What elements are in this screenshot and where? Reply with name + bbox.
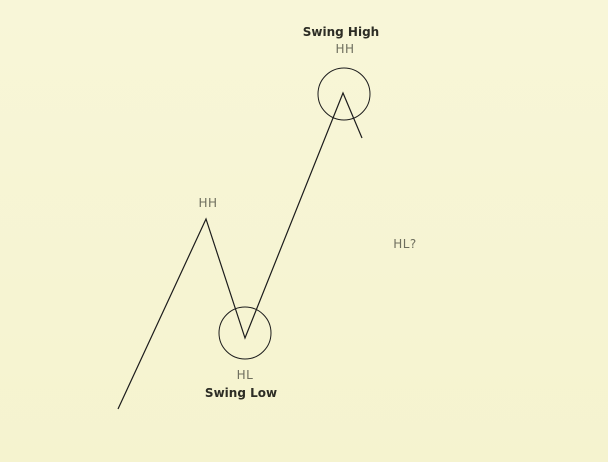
swing-low-circle: [218, 306, 272, 360]
swing-high-circle: [317, 67, 371, 121]
higher-high-label-left: HH: [198, 196, 218, 210]
swing-high-label: Swing High: [302, 25, 380, 39]
higher-high-label-top: HH: [335, 42, 355, 56]
higher-low-label: HL: [236, 368, 254, 382]
higher-low-question-label: HL?: [393, 237, 417, 251]
swing-low-label: Swing Low: [204, 386, 278, 400]
price-path-line: [117, 91, 363, 410]
